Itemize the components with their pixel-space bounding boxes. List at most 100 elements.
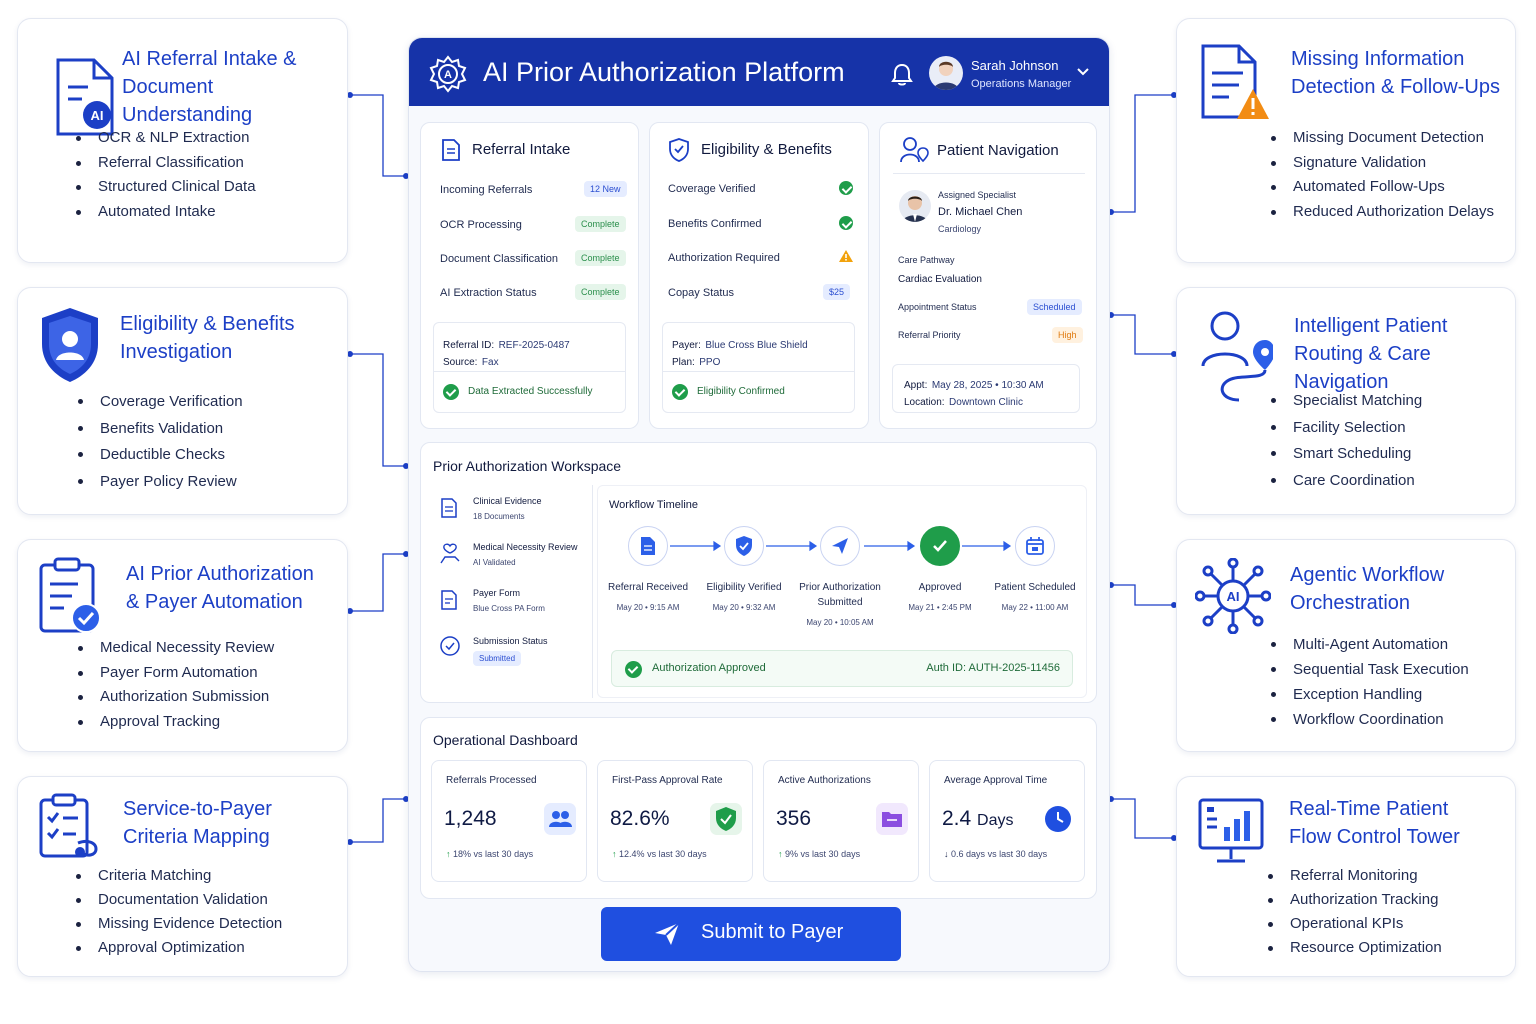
care-pathway: Cardiac Evaluation <box>898 274 982 285</box>
timeline-arrows <box>670 540 1012 552</box>
metric-value: 2.4 Days <box>942 807 1014 830</box>
clipboard-check-icon <box>39 557 101 633</box>
shield-check-icon <box>710 803 742 835</box>
monitor-chart-icon <box>1198 798 1264 863</box>
metric-card: Referrals Processed 1,248 ↑ 18% vs last … <box>431 760 587 882</box>
shield-check-icon <box>669 138 689 162</box>
metric-change: ↓ 0.6 days vs last 30 days <box>944 849 1048 859</box>
feature-list: Coverage Verification Benefits Validatio… <box>78 389 243 495</box>
calendar-icon <box>1015 526 1055 566</box>
plan-value: PPO <box>699 357 721 368</box>
check-icon <box>839 216 853 230</box>
patient-navigation-panel: Patient Navigation Assigned Specialist D… <box>879 122 1097 429</box>
document-icon <box>628 526 668 566</box>
row-label: Coverage Verified <box>668 183 756 195</box>
warning-icon <box>839 250 853 262</box>
chevron-down-icon[interactable] <box>1077 68 1089 76</box>
workspace-item-sub: Blue Cross PA Form <box>473 604 545 613</box>
list-item: Resource Optimization <box>1268 936 1442 960</box>
document-ai-icon: AI <box>56 58 114 136</box>
metric-card: Average Approval Time 2.4 Days ↓ 0.6 day… <box>929 760 1085 882</box>
user-role: Operations Manager <box>971 78 1072 90</box>
send-icon <box>820 526 860 566</box>
list-item: Missing Document Detection <box>1271 126 1494 151</box>
checklist-icon <box>39 793 98 858</box>
referral-intake-panel: Referral Intake Incoming Referrals 12 Ne… <box>420 122 639 429</box>
list-item: Documentation Validation <box>76 888 282 912</box>
list-item: Facility Selection <box>1271 415 1422 442</box>
submit-to-payer-button[interactable]: Submit to Payer <box>601 907 901 961</box>
document-warning-icon <box>1201 44 1269 119</box>
feature-list: Criteria Matching Documentation Validati… <box>76 864 282 960</box>
workspace-item-title[interactable]: Clinical Evidence <box>473 496 542 506</box>
list-item: Payer Form Automation <box>78 661 274 686</box>
specialist-label: Assigned Specialist <box>938 190 1017 200</box>
list-item: Structured Clinical Data <box>76 175 256 200</box>
workspace-item-title[interactable]: Payer Form <box>473 588 521 598</box>
list-item: Care Coordination <box>1271 468 1422 495</box>
svg-text:AI: AI <box>91 108 104 123</box>
panel-title: Operational Dashboard <box>433 732 578 748</box>
feature-list: Specialist Matching Facility Selection S… <box>1271 388 1422 494</box>
row-label: Incoming Referrals <box>440 184 533 196</box>
feature-list: Missing Document Detection Signature Val… <box>1271 126 1494 224</box>
metric-label: First-Pass Approval Rate <box>612 775 723 786</box>
shield-user-icon <box>42 308 98 382</box>
status-badge: Complete <box>575 250 626 266</box>
users-icon <box>544 803 576 835</box>
list-item: Criteria Matching <box>76 864 282 888</box>
eligibility-panel: Eligibility & Benefits Coverage Verified… <box>649 122 869 429</box>
timeline-step: Eligibility Verified May 20 • 9:32 AM <box>696 526 792 612</box>
feature-list: Referral Monitoring Authorization Tracki… <box>1268 864 1442 960</box>
bell-icon[interactable] <box>891 62 913 86</box>
source-label: Source: <box>443 357 478 368</box>
platform-window: A AI Prior Authorization Platform Sarah … <box>408 37 1110 972</box>
list-item: Missing Evidence Detection <box>76 912 282 936</box>
workspace-item-sub: 18 Documents <box>473 512 525 521</box>
metric-value: 1,248 <box>444 807 497 830</box>
row-label: Document Classification <box>440 253 558 265</box>
app-header: A AI Prior Authorization Platform Sarah … <box>409 38 1109 106</box>
workspace-item-title[interactable]: Submission Status <box>473 636 548 646</box>
status-badge: Complete <box>575 284 626 300</box>
timeline-step-date: May 20 • 9:32 AM <box>712 603 776 612</box>
folder-icon <box>876 803 908 835</box>
workspace-panel: Prior Authorization Workspace Clinical E… <box>420 442 1097 703</box>
svg-text:AI: AI <box>1227 589 1240 604</box>
timeline-step-date: May 21 • 2:45 PM <box>908 603 972 612</box>
workspace-item-title[interactable]: Medical Necessity Review <box>473 542 578 552</box>
row-label: Authorization Required <box>668 252 780 264</box>
avatar <box>899 190 931 222</box>
metric-card: First-Pass Approval Rate 82.6% ↑ 12.4% v… <box>597 760 753 882</box>
row-label: Benefits Confirmed <box>668 218 762 230</box>
check-circle-icon <box>440 636 460 656</box>
panel-title: Eligibility & Benefits <box>701 141 832 158</box>
list-item: Authorization Submission <box>78 685 274 710</box>
list-item: Authorization Tracking <box>1268 888 1442 912</box>
status-badge: 12 New <box>584 181 627 197</box>
document-icon <box>442 139 460 161</box>
svg-text:A: A <box>444 69 452 81</box>
app-title: AI Prior Authorization Platform <box>483 57 845 87</box>
location-value: Downtown Clinic <box>949 397 1023 408</box>
dashboard-panel: Operational Dashboard Referrals Processe… <box>420 717 1097 899</box>
card-title: AI Prior Authorization& Payer Automation <box>126 563 314 613</box>
list-item: Operational KPIs <box>1268 912 1442 936</box>
avatar[interactable] <box>929 56 963 90</box>
list-item: Payer Policy Review <box>78 469 243 496</box>
timeline-step-date: May 20 • 9:15 AM <box>616 603 680 612</box>
list-item: OCR & NLP Extraction <box>76 126 256 151</box>
source-value: Fax <box>481 357 499 368</box>
row-label: OCR Processing <box>440 219 522 231</box>
check-icon <box>920 526 960 566</box>
payer-label: Payer: <box>672 340 701 351</box>
payer-value: Blue Cross Blue Shield <box>705 340 808 351</box>
shield-check-icon <box>724 526 764 566</box>
